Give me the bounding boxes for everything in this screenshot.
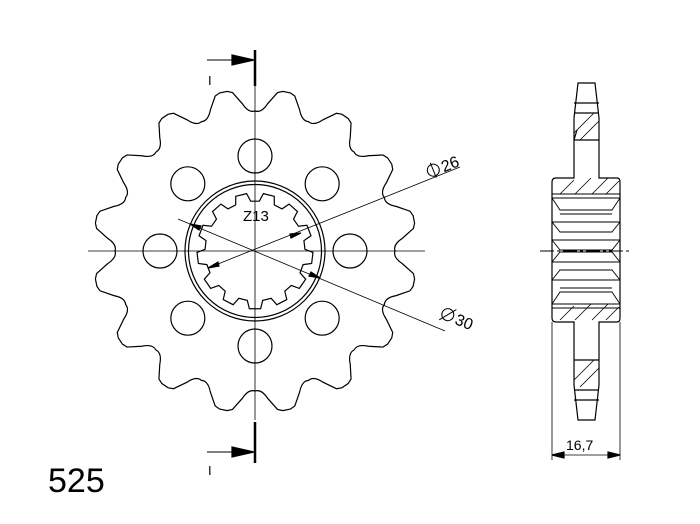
section-arrow-bottom	[231, 446, 255, 458]
dim-width-label: 16,7	[566, 437, 593, 453]
hub-ring-outer	[184, 180, 326, 322]
side-view	[540, 82, 632, 460]
diameter-26-dim-line	[207, 166, 461, 269]
arrow-26-right	[289, 232, 302, 239]
dim-26-label: 26	[426, 154, 462, 178]
arrow-30-right	[308, 271, 321, 279]
svg-text:26: 26	[439, 154, 462, 176]
arrow-30-left	[189, 223, 202, 231]
svg-text:30: 30	[452, 312, 475, 334]
section-label-top: I	[208, 73, 212, 88]
section-label-bottom: I	[208, 463, 212, 478]
spline-z13	[196, 192, 314, 310]
spline-label: Z13	[243, 208, 269, 225]
dim-30-label: 30	[438, 308, 475, 334]
hub-ring-inner	[187, 183, 323, 319]
arrow-26-left	[207, 261, 220, 269]
section-arrow-top	[231, 54, 255, 66]
chain-pitch-label: 525	[48, 462, 105, 500]
mounting-holes	[142, 138, 368, 364]
